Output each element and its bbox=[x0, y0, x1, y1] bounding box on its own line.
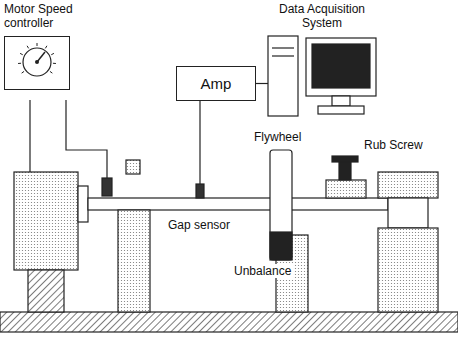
part-label: Flywheel bbox=[252, 130, 303, 144]
part-label: Rub Screw bbox=[362, 138, 425, 152]
computer-node: Data Acquisition System bbox=[262, 2, 382, 120]
controller-box: Motor Speed controller bbox=[4, 2, 88, 90]
computer-icon bbox=[262, 34, 382, 120]
signal-wire bbox=[256, 83, 268, 84]
node-heading: Motor Speed controller bbox=[4, 2, 88, 30]
sensor-label: Gap sensor bbox=[166, 218, 232, 232]
box-label: Amp bbox=[181, 75, 251, 92]
controller-housing bbox=[4, 36, 70, 90]
node-heading: Data Acquisition System bbox=[262, 2, 382, 30]
amp-box: Amp bbox=[176, 66, 256, 101]
part-label: Unbalance bbox=[232, 264, 293, 278]
dial-symbol bbox=[5, 37, 69, 89]
